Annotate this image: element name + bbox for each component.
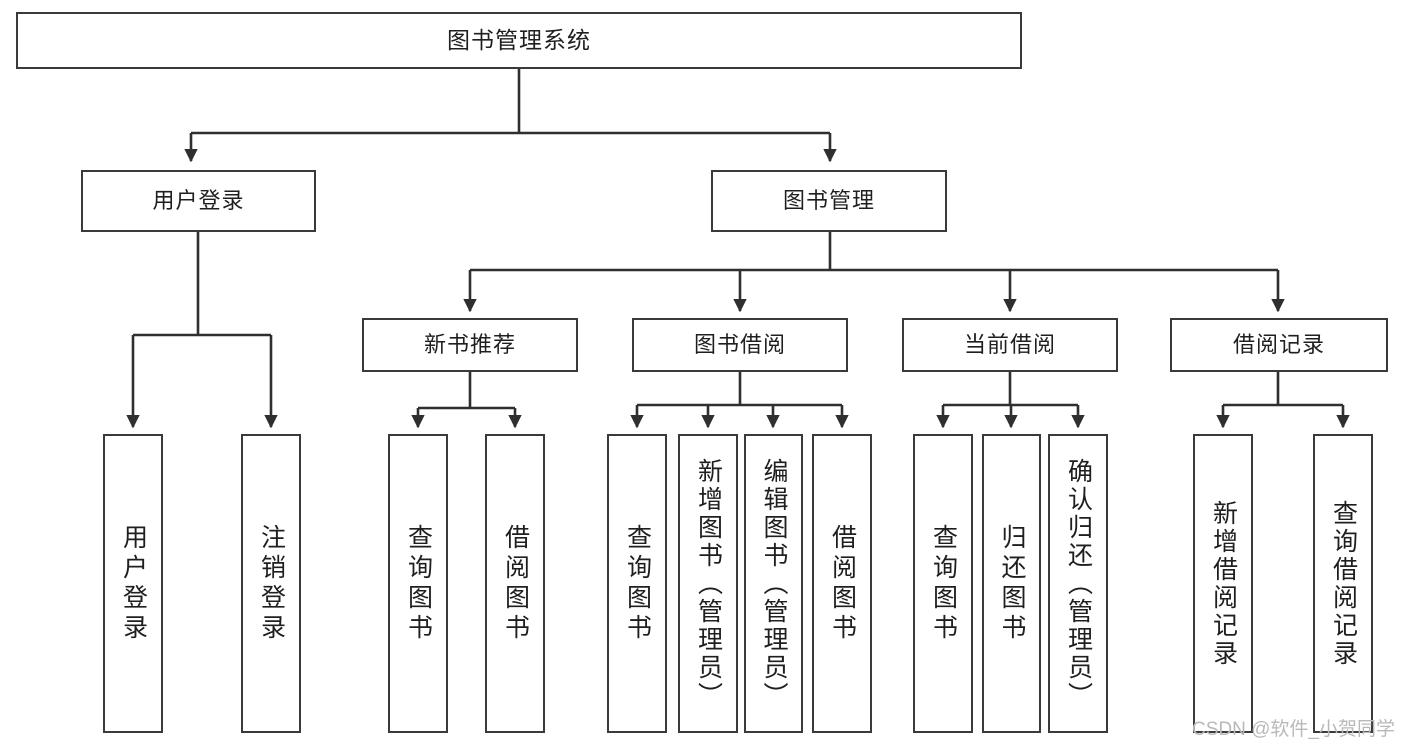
- node-label: 新增图书（管理员）: [694, 457, 723, 710]
- node-label: 图书借阅: [693, 332, 786, 358]
- node-borrow-record[interactable]: 借阅记录: [1170, 318, 1388, 372]
- leaf-edit-book-admin[interactable]: 编辑图书（管理员）: [744, 434, 803, 733]
- node-label: 用户登录: [119, 523, 148, 644]
- node-new-book-recommendation[interactable]: 新书推荐: [362, 318, 578, 372]
- leaf-add-book-admin[interactable]: 新增图书（管理员）: [678, 434, 738, 733]
- node-user-login[interactable]: 用户登录: [81, 170, 316, 232]
- leaf-add-borrow-record[interactable]: 新增借阅记录: [1193, 434, 1253, 733]
- node-label: 图书管理系统: [447, 26, 591, 53]
- node-label: 确认归还（管理员）: [1064, 457, 1093, 710]
- node-book-borrow[interactable]: 图书借阅: [632, 318, 848, 372]
- node-label: 查询图书: [929, 523, 958, 644]
- leaf-query-book-current[interactable]: 查询图书: [913, 434, 973, 733]
- leaf-return-book[interactable]: 归还图书: [982, 434, 1041, 733]
- node-label: 当前借阅: [963, 332, 1056, 358]
- leaf-logout[interactable]: 注销登录: [241, 434, 301, 733]
- node-label: 查询图书: [404, 523, 433, 644]
- leaf-query-book-recommendation[interactable]: 查询图书: [388, 434, 448, 733]
- leaf-borrow-book-recommendation[interactable]: 借阅图书: [485, 434, 545, 733]
- leaf-user-login[interactable]: 用户登录: [103, 434, 163, 733]
- node-label: 图书管理: [782, 188, 875, 214]
- node-label: 归还图书: [998, 523, 1026, 644]
- node-current-borrow[interactable]: 当前借阅: [902, 318, 1118, 372]
- leaf-confirm-return-admin[interactable]: 确认归还（管理员）: [1048, 434, 1108, 733]
- node-label: 查询图书: [623, 523, 652, 644]
- node-label: 借阅图书: [501, 523, 530, 644]
- node-label: 编辑图书（管理员）: [760, 457, 788, 710]
- leaf-borrow-book[interactable]: 借阅图书: [812, 434, 872, 733]
- node-label: 借阅记录: [1232, 332, 1325, 358]
- csdn-watermark: CSDN @软件_小贺同学: [1192, 719, 1395, 740]
- node-root-system[interactable]: 图书管理系统: [16, 12, 1022, 69]
- leaf-query-borrow-record[interactable]: 查询借阅记录: [1313, 434, 1373, 733]
- node-label: 用户登录: [152, 188, 245, 214]
- node-label: 新书推荐: [423, 332, 516, 358]
- node-book-manage[interactable]: 图书管理: [711, 170, 947, 232]
- node-label: 新增借阅记录: [1209, 499, 1238, 668]
- node-label: 注销登录: [257, 523, 286, 644]
- node-label: 查询借阅记录: [1329, 499, 1358, 668]
- node-label: 借阅图书: [828, 523, 857, 644]
- leaf-query-book-borrow[interactable]: 查询图书: [607, 434, 667, 733]
